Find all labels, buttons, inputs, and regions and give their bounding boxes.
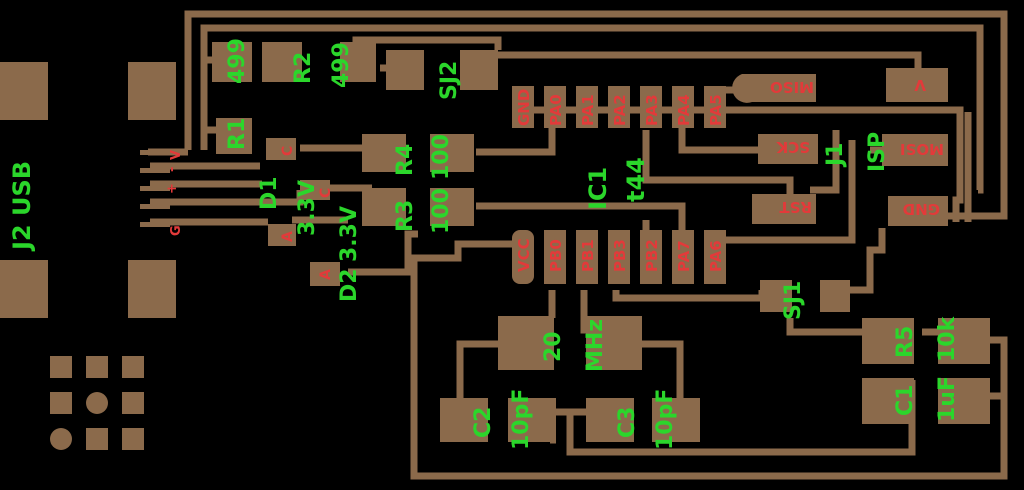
ic1-top-pin-labels: GND PA0 PA1 PA2 PA3 PA4 PA5 bbox=[515, 89, 725, 126]
usb-g-label: G bbox=[169, 225, 184, 236]
pad-r2-a bbox=[212, 42, 252, 82]
r2-value-2: 499 bbox=[329, 42, 354, 88]
pad-sj2-b bbox=[460, 50, 498, 90]
pad-d1-c2 bbox=[300, 180, 330, 200]
isp-mosi-label: MOSI bbox=[900, 140, 944, 158]
j1-label: J1 bbox=[823, 143, 848, 169]
pin-label: PA0 bbox=[547, 94, 565, 126]
isp-v-label: V bbox=[914, 76, 926, 94]
pad-r4-b bbox=[430, 134, 474, 172]
pad-r3-a bbox=[362, 188, 406, 226]
usb-v-label: V bbox=[169, 150, 184, 160]
pad-r2-c bbox=[340, 42, 376, 82]
d1-value: 3.3V bbox=[295, 180, 320, 236]
pad-d1-a bbox=[268, 224, 296, 246]
r3-label: R3 bbox=[393, 200, 418, 232]
pad-d1-c bbox=[266, 138, 296, 160]
pads bbox=[212, 42, 990, 442]
usb-pin-labels: V - + G bbox=[165, 150, 184, 236]
ic1-label: IC1 bbox=[584, 167, 612, 210]
d1-cathode-mark: C bbox=[280, 146, 296, 156]
d2-label: D2 bbox=[337, 268, 362, 302]
isp-rst-label: RST bbox=[779, 198, 812, 216]
isp-pin-labels: MISO V SCK MOSI RST GND bbox=[770, 76, 944, 218]
d2-value: 3.3V bbox=[337, 206, 362, 262]
pin-label: PA6 bbox=[707, 240, 725, 272]
c2-value: 10pF bbox=[509, 389, 534, 450]
pin-label: VCC bbox=[515, 238, 533, 272]
r3-value: 100 bbox=[429, 188, 454, 234]
pad-d2-a bbox=[310, 262, 340, 286]
crystal-label-a: 20 bbox=[541, 331, 566, 362]
r5-value: 10k bbox=[935, 315, 960, 362]
c3-label: C3 bbox=[615, 407, 640, 438]
c3-value: 10pF bbox=[653, 389, 678, 450]
ic1-value: t44 bbox=[622, 157, 650, 202]
c1-label: C1 bbox=[893, 385, 918, 416]
pin-label: PB2 bbox=[643, 239, 661, 272]
pin-label: GND bbox=[515, 89, 533, 126]
r4-value: 100 bbox=[429, 134, 454, 180]
usb-plus-label: + bbox=[165, 183, 180, 194]
r2-label: R2 bbox=[291, 52, 316, 84]
j1-value: ISP bbox=[865, 132, 890, 172]
crystal-label-b: MHz bbox=[583, 319, 608, 372]
isp-sck-label: SCK bbox=[775, 138, 810, 156]
usb-connector-j2 bbox=[0, 62, 176, 318]
r4-label: R4 bbox=[393, 144, 418, 176]
pin-label: PB3 bbox=[611, 239, 629, 272]
c1-value: 1uF bbox=[935, 376, 960, 422]
sj1-label: SJ1 bbox=[781, 281, 806, 320]
d2-cathode-mark: C bbox=[318, 188, 334, 198]
pad-grid bbox=[50, 356, 144, 450]
pin-label: PB1 bbox=[579, 239, 597, 272]
sj2-label: SJ2 bbox=[437, 61, 462, 100]
pin-label: PA4 bbox=[675, 94, 693, 126]
r2-value: 499 bbox=[225, 38, 250, 84]
pad-r4-a bbox=[362, 134, 406, 172]
isp-gnd-label: GND bbox=[903, 200, 940, 218]
d1-label: D1 bbox=[257, 176, 282, 210]
r1-label: R1 bbox=[225, 118, 250, 150]
d1-anode-mark: A bbox=[280, 231, 296, 242]
ic1-bottom-pin-labels: VCC PB0 PB1 PB3 PB2 PA7 PA6 bbox=[515, 238, 725, 272]
c2-label: C2 bbox=[471, 407, 496, 438]
j2-label: J2 USB bbox=[8, 161, 36, 252]
pad-r2-b bbox=[262, 42, 302, 82]
pin-label: PA7 bbox=[675, 240, 693, 272]
isp-miso-label: MISO bbox=[770, 78, 814, 96]
pad-sj2-a bbox=[386, 50, 424, 90]
pin-label: PA5 bbox=[707, 94, 725, 126]
pin-label: PA1 bbox=[579, 94, 597, 126]
d2-anode-mark: A bbox=[318, 269, 334, 280]
usb-minus-label: - bbox=[165, 167, 180, 172]
pad-r3-b bbox=[430, 188, 474, 226]
diode-marks: C C A A bbox=[280, 146, 334, 280]
pin-label: PA3 bbox=[643, 94, 661, 126]
pin-label: PA2 bbox=[611, 94, 629, 126]
pin-label: PB0 bbox=[547, 239, 565, 272]
r5-label: R5 bbox=[893, 326, 918, 358]
pad-r1-a bbox=[216, 118, 252, 154]
